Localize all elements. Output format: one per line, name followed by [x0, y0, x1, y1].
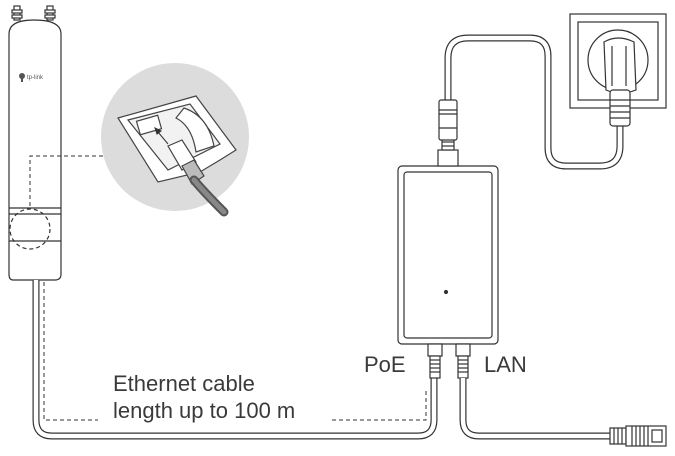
lan-cable: [463, 378, 612, 436]
lan-port-connector: [456, 344, 470, 378]
svg-text:tp-link: tp-link: [27, 75, 44, 81]
poe-injector: [398, 138, 498, 344]
cable-length-label-line2: length up to 100 m: [113, 398, 295, 424]
cable-length-dashed-line: [44, 282, 98, 420]
antenna-connectors: [12, 6, 55, 20]
poe-port-connector: [428, 344, 442, 378]
access-point: tp-link: [9, 6, 61, 280]
power-plug: [604, 38, 636, 126]
cable-length-label-line1: Ethernet cable: [113, 371, 255, 397]
lan-port-label: LAN: [484, 352, 527, 378]
poe-port-label: PoE: [364, 352, 406, 378]
rj45-connector: [610, 426, 666, 446]
led-indicator: [445, 291, 448, 294]
ethernet-port-closeup: [101, 63, 249, 212]
tp-link-logo: tp-link: [19, 73, 44, 82]
power-cord-coupler: [439, 100, 457, 140]
